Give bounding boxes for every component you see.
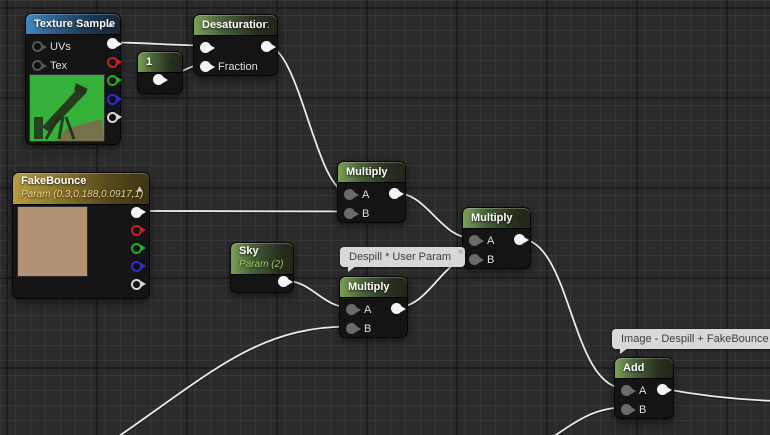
- pin-rgb-output[interactable]: [131, 206, 146, 218]
- wire-multiply2-to-add-a: [518, 237, 626, 390]
- pin-label: A: [487, 234, 495, 247]
- node-desaturation[interactable]: Desaturation ▼ Fraction: [193, 14, 278, 76]
- pin-b-output[interactable]: [131, 260, 146, 272]
- pin-input[interactable]: [200, 42, 215, 53]
- node-multiply-1[interactable]: Multiply ▼ A B: [337, 161, 406, 223]
- wire-desaturation-to-multiply1-a: [265, 44, 349, 194]
- comment-bubble-despill[interactable]: Despill * User Param «: [340, 246, 466, 272]
- bubble-pin-icon[interactable]: «: [458, 246, 464, 256]
- node-title: Multiply: [348, 281, 390, 293]
- pin-a-output[interactable]: [131, 278, 146, 290]
- node-title: Multiply: [471, 212, 513, 224]
- collapse-arrow-icon[interactable]: ▼: [263, 20, 272, 30]
- node-subtitle: Param (0.3,0.188,0.0917,1): [21, 189, 144, 200]
- node-header: Add ▼: [615, 358, 673, 379]
- pin-b-input[interactable]: [469, 254, 484, 265]
- pin-label: UVs: [50, 40, 71, 53]
- pin-output[interactable]: [153, 74, 168, 85]
- wire-add-to-offscreen-right: [661, 387, 770, 402]
- collapse-arrow-icon[interactable]: ▼: [516, 213, 525, 223]
- wire-fakebounce-to-multiply1-b: [136, 210, 349, 213]
- node-multiply-3[interactable]: Multiply ▼ A B: [339, 276, 408, 338]
- pin-b-input[interactable]: [621, 404, 636, 415]
- node-title: 1: [146, 56, 153, 68]
- collapse-arrow-icon[interactable]: ▲: [106, 19, 115, 29]
- collapse-arrow-icon[interactable]: ▼: [279, 253, 288, 263]
- pin-label: B: [639, 403, 647, 416]
- pin-a-input[interactable]: [344, 189, 359, 200]
- pin-output[interactable]: [391, 303, 406, 314]
- pin-a-input[interactable]: [469, 235, 484, 246]
- pin-label: A: [639, 384, 647, 397]
- node-header: Multiply ▼: [463, 208, 530, 229]
- node-title: Texture Sample: [34, 18, 116, 30]
- pin-g-output[interactable]: [107, 74, 122, 86]
- node-multiply-2[interactable]: Multiply ▼ A B: [462, 207, 531, 269]
- node-title: FakeBounce: [21, 175, 87, 187]
- pin-g-output[interactable]: [131, 242, 146, 254]
- color-preview: [17, 206, 88, 277]
- wire-offscreen-to-multiply3-b: [119, 325, 351, 435]
- pin-label: A: [364, 303, 372, 316]
- node-header: Multiply ▼: [340, 277, 407, 298]
- collapse-arrow-icon[interactable]: ▼: [659, 363, 668, 373]
- pin-b-input[interactable]: [346, 323, 361, 334]
- pin-r-output[interactable]: [107, 56, 122, 68]
- node-title: Desaturation: [202, 19, 270, 31]
- pin-output[interactable]: [657, 384, 672, 395]
- pin-output[interactable]: [278, 276, 293, 287]
- pin-label: Fraction: [218, 60, 258, 73]
- node-title: Add: [623, 362, 645, 374]
- pin-output[interactable]: [389, 188, 404, 199]
- node-header: Multiply ▼: [338, 162, 405, 183]
- node-subtitle: Param (2): [239, 259, 284, 270]
- pin-a-output[interactable]: [107, 111, 122, 123]
- pin-r-output[interactable]: [131, 224, 146, 236]
- node-header: FakeBounce Param (0.3,0.188,0.0917,1) ▲: [13, 173, 149, 205]
- pin-b-input[interactable]: [344, 208, 359, 219]
- node-header: 1 ▼: [138, 52, 182, 73]
- wire-offscreen-to-add-b: [554, 406, 626, 435]
- collapse-arrow-icon[interactable]: ▼: [393, 282, 402, 292]
- pin-rgb-output[interactable]: [107, 38, 122, 49]
- pin-uvs-input[interactable]: [32, 41, 47, 52]
- collapse-arrow-icon[interactable]: ▲: [135, 183, 144, 193]
- node-header: Sky Param (2) ▼: [231, 243, 293, 275]
- collapse-arrow-icon[interactable]: ▼: [168, 57, 177, 67]
- node-add[interactable]: Add ▼ A B: [614, 357, 674, 419]
- pin-label: A: [362, 188, 370, 201]
- node-constant-one[interactable]: 1 ▼: [137, 51, 183, 94]
- pin-tex-input[interactable]: [32, 60, 47, 71]
- node-header: Desaturation ▼: [194, 15, 277, 36]
- texture-preview: [29, 74, 105, 142]
- pin-label: B: [487, 253, 495, 266]
- comment-text: Image - Despill + FakeBounce: [621, 333, 769, 345]
- pin-output[interactable]: [514, 234, 529, 245]
- node-title: Multiply: [346, 166, 388, 178]
- node-texture-sample[interactable]: Texture Sample ▲ UVs Tex: [25, 13, 122, 145]
- wire-texturesample-to-desaturation: [112, 41, 205, 47]
- pin-label: Tex: [50, 59, 68, 72]
- node-title: Sky: [239, 245, 259, 257]
- collapse-arrow-icon[interactable]: ▼: [391, 167, 400, 177]
- pin-label: B: [364, 322, 372, 335]
- pin-output[interactable]: [261, 41, 276, 52]
- node-header: Texture Sample ▲: [26, 14, 120, 35]
- pin-b-output[interactable]: [107, 93, 122, 105]
- pin-a-input[interactable]: [621, 385, 636, 396]
- node-fakebounce[interactable]: FakeBounce Param (0.3,0.188,0.0917,1) ▲: [12, 172, 150, 299]
- pin-fraction-input[interactable]: [200, 61, 215, 72]
- comment-text: Despill * User Param: [349, 251, 452, 263]
- pin-label: B: [362, 207, 370, 220]
- pin-a-input[interactable]: [346, 304, 361, 315]
- node-sky[interactable]: Sky Param (2) ▼: [230, 242, 294, 293]
- comment-bubble-image[interactable]: Image - Despill + FakeBounce «: [612, 329, 770, 354]
